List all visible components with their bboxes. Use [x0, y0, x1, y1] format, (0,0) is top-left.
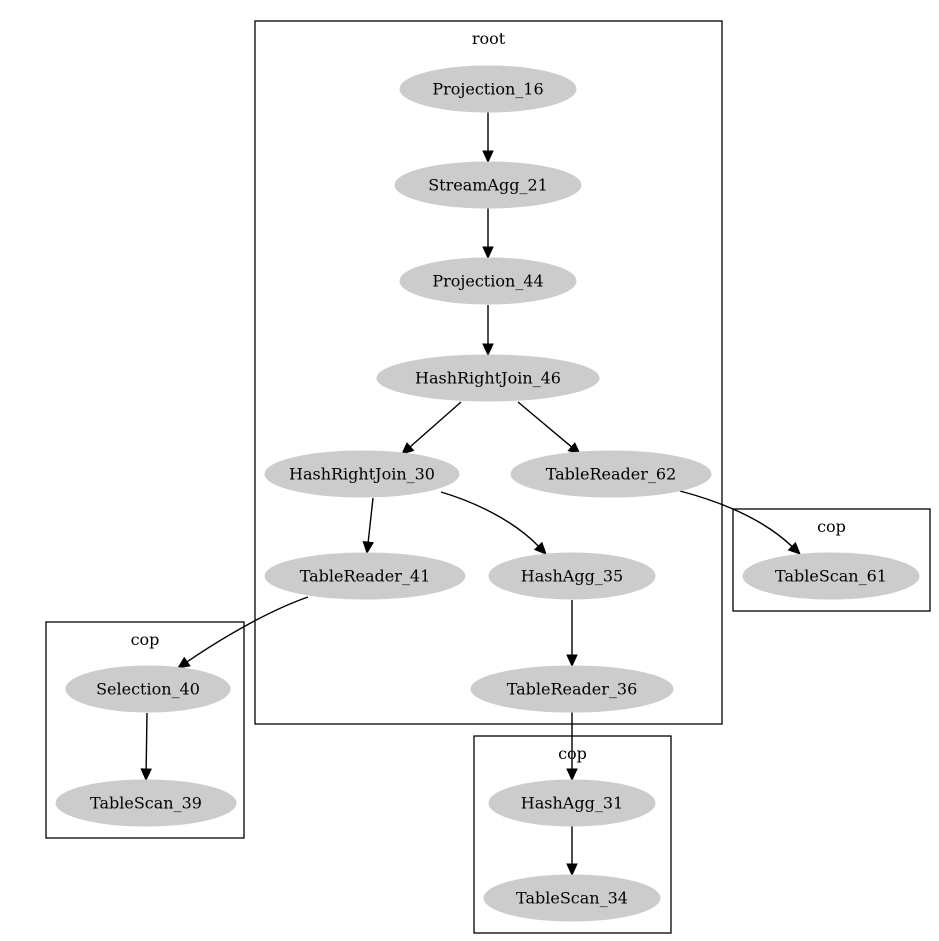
- arrowhead-icon: [566, 768, 578, 782]
- node-ellipse: [399, 65, 577, 113]
- node-hashagg-31[interactable]: HashAgg_31: [488, 779, 656, 827]
- node-tablescan-34[interactable]: TableScan_34: [483, 874, 661, 922]
- node-label: Projection_16: [432, 80, 543, 99]
- node-label: HashRightJoin_46: [415, 369, 561, 388]
- node-hashrightjoin-46[interactable]: HashRightJoin_46: [376, 354, 600, 402]
- edge-hashagg-35-to-tablereader-36: [566, 600, 578, 668]
- node-projection-16[interactable]: Projection_16: [399, 65, 577, 113]
- edge-projection-44-to-hashrightjoin-46: [482, 305, 494, 357]
- node-ellipse: [264, 450, 460, 498]
- cluster-border: [45, 621, 245, 839]
- node-ellipse: [65, 665, 231, 713]
- node-ellipse: [394, 161, 582, 209]
- edge-streamagg-21-to-projection-44: [482, 208, 494, 260]
- edge-tablereader-62-to-tablescan-61: [679, 490, 801, 555]
- node-tablereader-62[interactable]: TableReader_62: [510, 450, 712, 498]
- node-tablereader-36[interactable]: TableReader_36: [470, 665, 674, 713]
- arrowhead-icon: [482, 246, 494, 260]
- node-selection-40[interactable]: Selection_40: [65, 665, 231, 713]
- cluster-label: cop: [131, 630, 160, 649]
- node-ellipse: [399, 257, 577, 305]
- arrowhead-icon: [362, 540, 374, 555]
- node-label: StreamAgg_21: [428, 176, 548, 195]
- edge-hashrightjoin-46-to-hashrightjoin-30: [401, 401, 462, 455]
- node-ellipse: [376, 354, 600, 402]
- node-ellipse: [488, 552, 656, 600]
- edge-selection-40-to-tablescan-39: [140, 712, 152, 782]
- cluster-border: [254, 20, 723, 725]
- node-label: Projection_44: [432, 272, 543, 291]
- node-label: HashAgg_35: [521, 567, 623, 586]
- edges-layer: [140, 112, 801, 877]
- node-label: TableScan_61: [775, 567, 887, 586]
- arrowhead-icon: [566, 654, 578, 668]
- edge-tablereader-41-to-selection-40: [177, 596, 309, 669]
- cluster-label: cop: [817, 517, 846, 536]
- arrowhead-icon: [140, 768, 152, 782]
- node-hashagg-35[interactable]: HashAgg_35: [488, 552, 656, 600]
- node-projection-44[interactable]: Projection_44: [399, 257, 577, 305]
- edge-line: [367, 497, 374, 543]
- node-label: TableReader_41: [300, 567, 431, 586]
- edge-tablereader-36-to-hashagg-31: [566, 712, 578, 782]
- node-label: Selection_40: [96, 680, 200, 699]
- edge-line: [186, 596, 309, 663]
- edge-hashrightjoin-30-to-tablereader-41: [362, 497, 374, 555]
- node-label: HashRightJoin_30: [289, 465, 435, 484]
- arrowhead-icon: [566, 863, 578, 877]
- node-ellipse: [470, 665, 674, 713]
- node-label: HashAgg_31: [521, 794, 623, 813]
- nodes-layer: Projection_16StreamAgg_21Projection_44Ha…: [55, 65, 920, 922]
- edge-hashrightjoin-30-to-hashagg-35: [440, 491, 547, 555]
- edge-line: [145, 712, 148, 770]
- cluster-root: root: [254, 20, 723, 725]
- edge-line: [679, 490, 793, 547]
- node-ellipse: [510, 450, 712, 498]
- node-ellipse: [488, 779, 656, 827]
- node-ellipse: [742, 552, 920, 600]
- edge-line: [440, 491, 539, 547]
- node-label: TableScan_34: [516, 889, 628, 908]
- arrowhead-icon: [482, 150, 494, 164]
- cluster-cop-a: cop: [732, 508, 931, 612]
- node-tablereader-41[interactable]: TableReader_41: [264, 552, 466, 600]
- node-ellipse: [483, 874, 661, 922]
- node-hashrightjoin-30[interactable]: HashRightJoin_30: [264, 450, 460, 498]
- node-label: TableReader_62: [546, 465, 677, 484]
- edge-projection-16-to-streamagg-21: [482, 112, 494, 164]
- cluster-label: root: [472, 29, 506, 48]
- node-ellipse: [264, 552, 466, 600]
- arrowhead-icon: [533, 541, 547, 555]
- node-label: TableScan_39: [90, 794, 202, 813]
- arrowhead-icon: [787, 541, 801, 555]
- node-streamagg-21[interactable]: StreamAgg_21: [394, 161, 582, 209]
- arrowhead-icon: [482, 343, 494, 357]
- edge-hashrightjoin-46-to-tablereader-62: [517, 401, 581, 455]
- edge-line: [517, 401, 573, 448]
- node-ellipse: [55, 779, 237, 827]
- arrowhead-icon: [401, 442, 415, 455]
- arrowhead-icon: [177, 656, 191, 669]
- edge-hashagg-31-to-tablescan-34: [566, 826, 578, 877]
- node-tablescan-39[interactable]: TableScan_39: [55, 779, 237, 827]
- cluster-border: [732, 508, 931, 612]
- node-tablescan-61[interactable]: TableScan_61: [742, 552, 920, 600]
- node-label: TableReader_36: [507, 680, 638, 699]
- edge-line: [409, 401, 462, 448]
- cluster-cop-b: cop: [45, 621, 245, 839]
